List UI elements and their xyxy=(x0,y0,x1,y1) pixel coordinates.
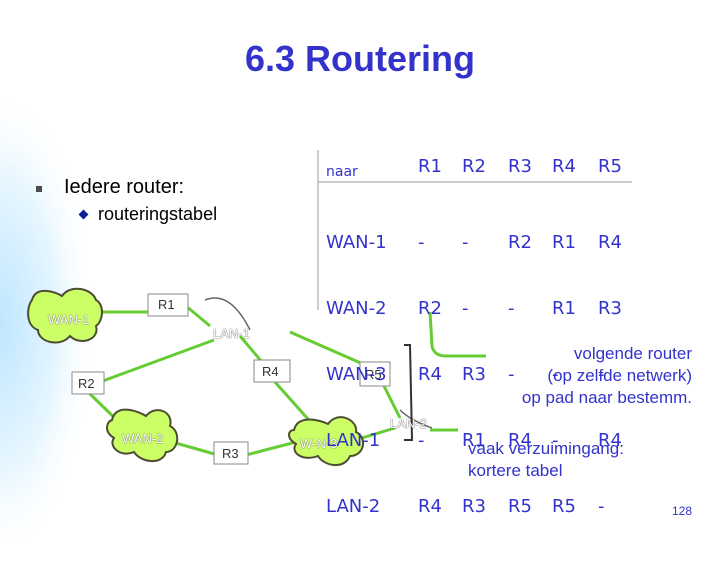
table-cell: R3 xyxy=(462,364,486,385)
link-r5-lan2 xyxy=(380,381,402,419)
table-destination: WAN-1 xyxy=(326,232,387,253)
note-line: volgende router xyxy=(573,344,692,363)
table-cell: - xyxy=(418,430,425,451)
page-number: 128 xyxy=(672,504,693,518)
table-column-r2: - - R3 R1 R3 xyxy=(462,188,486,562)
network-label-lan2: LAN-2 xyxy=(390,416,427,431)
link-lan1-r5 xyxy=(289,330,373,370)
table-destination: LAN-2 xyxy=(326,496,381,517)
router-label-r5: R5 xyxy=(365,367,382,382)
table-header-naar: naar xyxy=(326,164,358,180)
table-header-r2: R2 xyxy=(462,156,486,177)
note-line: kortere tabel xyxy=(468,461,563,480)
table-cell: R4 xyxy=(418,364,442,385)
table-column-r3: R2 - - R4 R5 xyxy=(508,188,532,562)
table-cell: R1 xyxy=(462,430,486,451)
network-label-wan2: WAN-2 xyxy=(122,431,164,446)
table-destination: LAN-1 xyxy=(326,430,381,451)
callout-note-bracket xyxy=(404,344,414,441)
bullet-square-icon xyxy=(36,186,42,192)
router-label-r1: R1 xyxy=(158,297,175,312)
table-cell: - xyxy=(552,364,559,385)
note-default-route: vaak verzuimingang: kortere tabel xyxy=(468,438,624,482)
network-label-wan3: W-N-3 xyxy=(300,436,338,451)
link-lan1-r2 xyxy=(99,338,215,384)
wan3-cloud xyxy=(288,416,365,466)
note-line: vaak verzuimingang: xyxy=(468,439,624,458)
table-cell: - xyxy=(598,364,605,385)
table-cell: R5 xyxy=(508,496,532,517)
link-lan1-r4 xyxy=(238,335,264,363)
table-header-r4: R4 xyxy=(552,156,576,177)
router-label-r2: R2 xyxy=(78,376,95,391)
callout-line xyxy=(428,311,486,358)
table-cell: R3 xyxy=(598,298,622,319)
table-destination: WAN-2 xyxy=(326,298,387,319)
network-label-wan1: WAN-1 xyxy=(48,312,90,327)
network-label-lan1: LAN-1 xyxy=(213,326,250,341)
router-r3-box xyxy=(213,441,249,465)
note-next-router: volgende router (op zelfde netwerk) op p… xyxy=(470,343,692,409)
table-cell: - xyxy=(598,496,605,517)
router-label-r3: R3 xyxy=(222,446,239,461)
table-cell: - xyxy=(508,298,515,319)
table-cell: - xyxy=(462,232,469,253)
table-destination: WAN-3 xyxy=(326,364,387,385)
table-cell: R2 xyxy=(508,232,532,253)
note-line: (op zelfde netwerk) xyxy=(547,366,692,385)
table-cell: - xyxy=(552,430,559,451)
note-line: op pad naar bestemm. xyxy=(521,388,692,407)
bullet-main: Iedere router: xyxy=(64,176,185,198)
router-r5-box xyxy=(359,361,391,387)
router-r1-box xyxy=(147,293,189,317)
router-r2-box xyxy=(71,371,105,395)
table-cell: R4 xyxy=(598,430,622,451)
table-column-r4: R1 R1 - - R5 xyxy=(552,188,576,562)
lan2-segment xyxy=(399,409,433,429)
table-cell: R1 xyxy=(552,232,576,253)
table-cell: - xyxy=(508,364,515,385)
table-column-r1: - R2 R4 - R4 xyxy=(418,188,442,562)
table-cell: R4 xyxy=(598,232,622,253)
wan1-cloud xyxy=(27,287,103,344)
table-cell: R1 xyxy=(552,298,576,319)
wan2-cloud xyxy=(106,408,179,462)
table-destinations: WAN-1 WAN-2 WAN-3 LAN-1 LAN-2 xyxy=(326,188,387,562)
table-cell: - xyxy=(462,298,469,319)
table-cell: R3 xyxy=(462,496,486,517)
table-cell: R4 xyxy=(508,430,532,451)
table-grid xyxy=(317,150,632,310)
table-column-r5: R4 R3 - R4 - xyxy=(598,188,622,562)
table-cell: - xyxy=(418,232,425,253)
bullet-sub: routeringstabel xyxy=(98,204,218,224)
link-r3-wan3 xyxy=(245,440,297,457)
lan1-segment xyxy=(204,297,251,331)
table-cell: R2 xyxy=(418,298,442,319)
slide-title: 6.3 Routering xyxy=(244,38,476,79)
router-label-r4: R4 xyxy=(262,364,279,379)
table-header-r5: R5 xyxy=(598,156,622,177)
link-r1-lan1 xyxy=(185,304,211,328)
router-r4-box xyxy=(253,359,291,383)
table-cell: R5 xyxy=(552,496,576,517)
table-header-r1: R1 xyxy=(418,156,442,177)
table-cell: R4 xyxy=(418,496,442,517)
table-header-r3: R3 xyxy=(508,156,532,177)
network-diagram xyxy=(27,287,486,466)
